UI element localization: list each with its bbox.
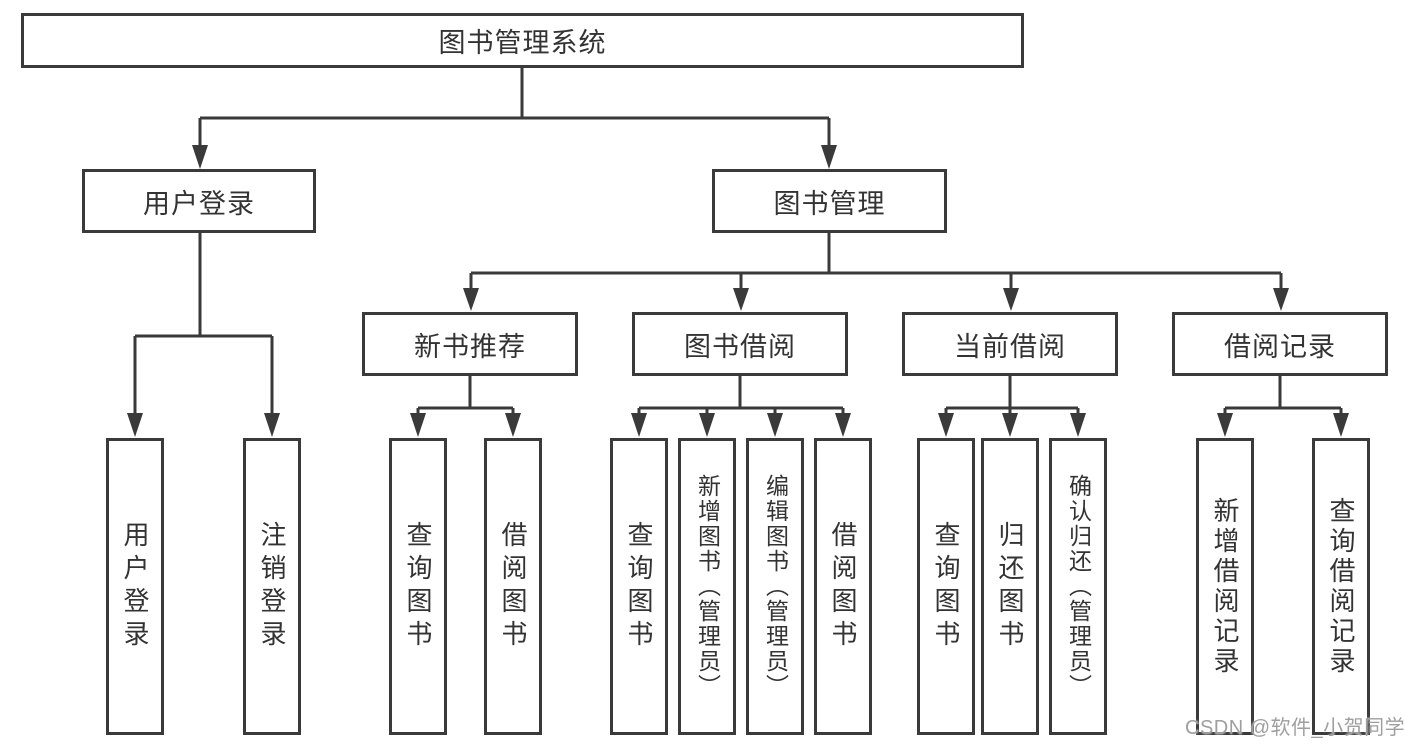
leaf-return-book: 归还图书 [981, 438, 1039, 735]
leaf-borrow-books-1: 借阅图书 [484, 438, 542, 735]
leaf-edit-book-admin-label: 编辑图书（管理员） [762, 474, 789, 699]
node-book-management: 图书管理 [712, 169, 947, 233]
leaf-return-book-label: 归还图书 [995, 520, 1025, 653]
node-root-label: 图书管理系统 [438, 28, 607, 58]
leaf-edit-book-admin: 编辑图书（管理员） [746, 438, 804, 735]
leaf-add-borrow-record: 新增借阅记录 [1196, 438, 1254, 735]
node-current-borrowing: 当前借阅 [902, 312, 1118, 376]
node-book-borrowing: 图书借阅 [632, 312, 848, 376]
node-current-borrowing-label: 当前借阅 [954, 331, 1066, 362]
leaf-logout-label: 注销登录 [257, 520, 287, 653]
csdn-watermark: CSDN @软件_小贺同学 [1185, 717, 1405, 739]
leaf-add-book-admin-label: 新增图书（管理员） [694, 474, 721, 699]
leaf-logout: 注销登录 [243, 438, 301, 735]
leaf-query-books-1: 查询图书 [389, 438, 447, 735]
node-borrowing-records: 借阅记录 [1172, 312, 1388, 376]
node-new-book-recommend-label: 新书推荐 [414, 331, 526, 362]
node-book-management-label: 图书管理 [773, 188, 886, 219]
leaf-borrow-books-1-label: 借阅图书 [498, 520, 528, 653]
leaf-add-book-admin: 新增图书（管理员） [678, 438, 736, 735]
leaf-query-books-3: 查询图书 [917, 438, 975, 735]
leaf-query-borrow-record-label: 查询借阅记录 [1326, 496, 1356, 677]
leaf-user-login-label: 用户登录 [120, 520, 150, 653]
node-book-borrowing-label: 图书借阅 [684, 331, 796, 362]
node-root-system: 图书管理系统 [21, 13, 1024, 68]
leaf-query-books-2-label: 查询图书 [624, 520, 654, 653]
leaf-query-books-2: 查询图书 [610, 438, 668, 735]
leaf-query-books-1-label: 查询图书 [403, 520, 433, 653]
node-borrowing-records-label: 借阅记录 [1224, 331, 1336, 362]
node-new-book-recommend: 新书推荐 [362, 312, 578, 376]
leaf-borrow-books-2-label: 借阅图书 [828, 520, 858, 653]
leaf-borrow-books-2: 借阅图书 [814, 438, 872, 735]
node-user-login: 用户登录 [82, 169, 316, 233]
leaf-add-borrow-record-label: 新增借阅记录 [1210, 496, 1240, 677]
leaf-user-login: 用户登录 [106, 438, 164, 735]
leaf-confirm-return-admin-label: 确认归还（管理员） [1065, 474, 1092, 699]
leaf-query-books-3-label: 查询图书 [931, 520, 961, 653]
leaf-confirm-return-admin: 确认归还（管理员） [1049, 438, 1107, 735]
leaf-query-borrow-record: 查询借阅记录 [1312, 438, 1370, 735]
node-user-login-label: 用户登录 [143, 188, 255, 219]
